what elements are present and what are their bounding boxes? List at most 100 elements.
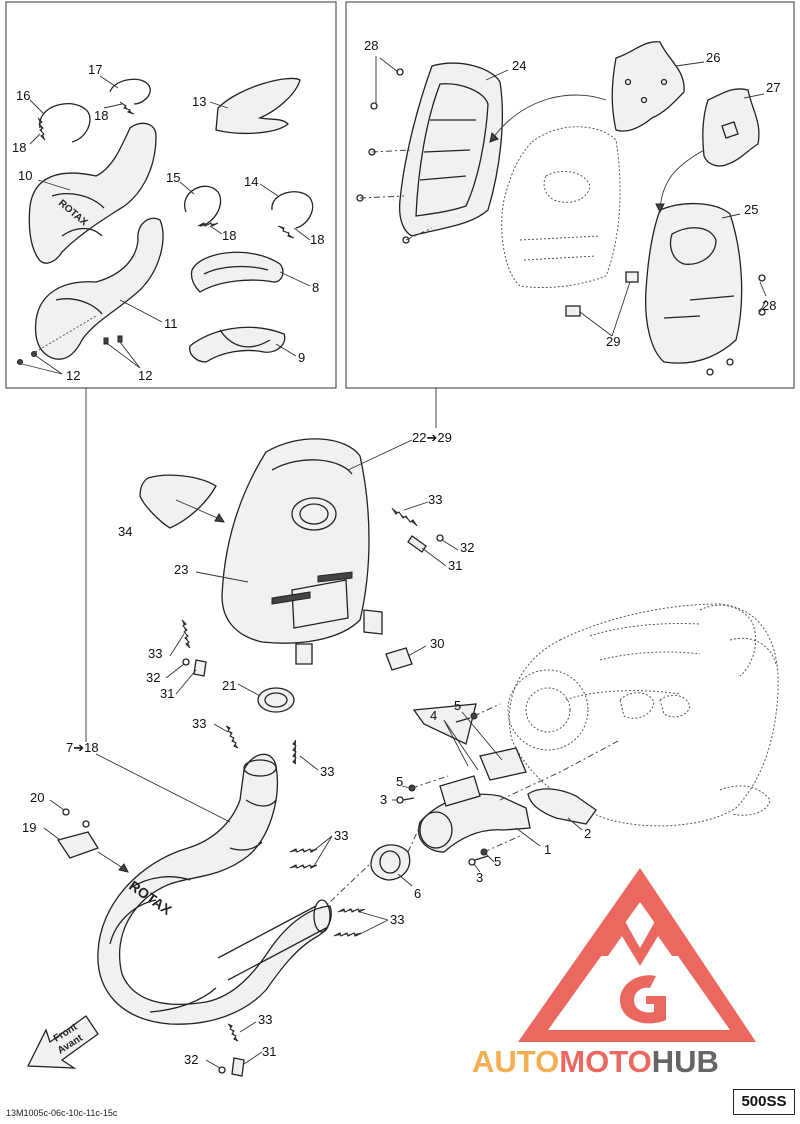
spring-33-f [333,932,362,937]
pipe-shield-11-detail [55,298,103,315]
engine-flywheel [507,669,589,751]
callout-33-a: 33 [192,716,206,731]
callout-29a: 29 [606,334,620,349]
leader-30 [407,645,427,657]
front-arrow-outline [26,1015,99,1069]
manifold-1 [418,793,531,853]
screw-3a-shaft [402,797,415,801]
callout-26: 26 [706,50,720,65]
spring-18d [277,225,295,239]
screw-20b [82,820,90,828]
rubber-mount-29a [565,305,581,317]
callout-18c: 18 [222,228,236,243]
leader-24 [485,69,509,81]
manifold-1-opening [419,811,453,849]
leader-14 [259,183,279,197]
muffler-shield-24 [398,62,503,237]
leader-7-18 [95,753,231,823]
leader-31-top [421,547,447,567]
callout-12a: 12 [66,368,80,383]
rivet-12d [117,335,123,343]
engine-flywheel-inner [525,687,571,733]
arrow-34-head [214,513,225,523]
callout-33-e: 33 [390,912,404,927]
leader-23 [195,571,249,583]
tuned-pipe-stinger [217,905,327,981]
leader-5c [485,853,495,863]
leader-21 [237,683,261,697]
pipe-shield-10-detail [51,193,105,237]
shield-part-8-detail [203,265,269,275]
rivet-12a [17,359,23,365]
muffler-shield-25 [644,202,743,364]
leader-16 [29,99,45,115]
engine-crank-detail [719,785,771,816]
shield-27-cutout [721,121,739,139]
leader-33-left [169,633,185,657]
heat-shield-34 [139,474,217,529]
leader-31-left [175,669,197,695]
callout-28b: 28 [762,298,776,313]
spring-33-top [391,507,418,527]
callout-32-bottom: 32 [184,1052,198,1067]
callout-16: 16 [16,88,30,103]
engine-head-detail [565,623,701,701]
leader-27 [743,93,765,99]
callout-2: 2 [584,826,591,841]
watermark-text-moto: MOTO [559,1044,651,1079]
spring-33-left [181,619,191,649]
tuned-pipe-inlet [243,759,277,777]
shield-part-8 [190,251,284,293]
leader-18b [29,133,41,145]
seal-ring-21-inner [264,692,288,708]
callout-32-left: 32 [146,670,160,685]
callout-31-bottom: 31 [262,1044,276,1059]
washer-32-bottom [218,1066,226,1074]
leader-18a [103,103,123,109]
leader-32-bottom [205,1059,221,1069]
callout-8: 8 [312,280,319,295]
clamp-ring-17 [109,78,151,105]
watermark-text: AUTOMOTOHUB [472,1044,719,1079]
muffler-shield-25-ribs [663,295,735,319]
callout-33-top: 33 [428,492,442,507]
gasket-2-plate [479,747,527,781]
spring-18c [197,222,219,227]
grommet-31-top [407,535,427,553]
callout-5c: 5 [494,854,501,869]
screw-28e [402,236,410,244]
screw-28a [396,68,404,76]
leader-13 [209,101,229,109]
watermark-text-hub: HUB [652,1044,719,1079]
leader-3c [473,863,481,873]
seal-ring-6-inner [379,850,401,874]
callout-27: 27 [766,80,780,95]
connector-30 [385,647,413,671]
seal-ring-6 [370,844,411,881]
leader-11 [119,299,163,323]
leader-2 [567,817,583,831]
watermark-triangle [518,868,756,1042]
callout-21: 21 [222,678,236,693]
leader-31-bottom [243,1051,263,1065]
leader-33-g [239,1021,257,1033]
clamp-ring-15 [183,185,222,227]
muffler-assembly [221,438,370,644]
rivet-12b [31,351,37,357]
engine-outline [508,603,779,827]
muffler-outline-reference [501,126,621,288]
muffler-bracket-bars [271,571,353,605]
leader-33-b [299,755,319,771]
leader-4-5 [443,711,503,771]
leader-12a [21,355,63,375]
leader-5a [401,785,411,789]
screw-3c-shaft [474,855,489,861]
spring-33-d [289,864,318,869]
rivet-12c [103,337,109,345]
callout-24: 24 [512,58,526,73]
spring-33-g [227,1023,239,1042]
callout-18d: 18 [310,232,324,247]
callout-34: 34 [118,524,132,539]
screw-28i [706,368,714,376]
pipe-shield-11 [34,217,164,360]
